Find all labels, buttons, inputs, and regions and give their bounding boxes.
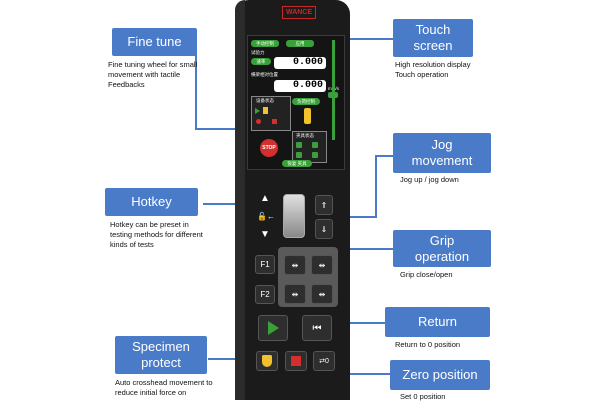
status-red-icon	[256, 119, 261, 124]
f1-key[interactable]: F1	[255, 255, 275, 274]
force-value: 0.000	[274, 57, 326, 69]
grip-icon-b	[312, 142, 318, 148]
status-green-icon	[255, 108, 260, 114]
status-title: 设备状态	[256, 98, 274, 103]
status-yellow-icon	[263, 107, 268, 114]
fine-tune-desc: Fine tuning wheel for small movement wit…	[108, 60, 198, 89]
stop-square-icon	[291, 356, 301, 366]
f2-key[interactable]: F2	[255, 285, 275, 304]
jog-up-button[interactable]: ⇑	[315, 195, 333, 215]
touch-screen[interactable]: 手动控制 应用 试验力 速率 0.000 横梁相对位置 0.000 mm/s 设…	[247, 35, 345, 170]
jog-movement-callout: Jog movement	[393, 133, 491, 173]
position-value: 0.000	[274, 80, 326, 92]
zero-position-button[interactable]: ⇄0	[313, 351, 335, 371]
jog-line-h	[375, 155, 395, 157]
position-label: 横梁相对位置	[251, 72, 278, 77]
status-panel	[251, 96, 291, 131]
return-desc: Return to 0 position	[395, 340, 461, 349]
actuator-title: 夹具状态	[296, 133, 314, 138]
up-arrow-icon[interactable]: ▲	[260, 193, 270, 204]
hotkey-line-t	[203, 203, 239, 205]
grip-icon-d	[312, 152, 318, 158]
fine-tune-callout: Fine tune	[112, 28, 197, 56]
speed-slider-handle[interactable]	[328, 92, 338, 98]
start-button[interactable]	[258, 315, 288, 341]
stop-hard-button[interactable]	[285, 351, 307, 371]
grip-icon-a	[296, 142, 302, 148]
return-callout: Return	[385, 307, 490, 337]
touch-screen-desc: High resolution display Touch operation	[395, 60, 471, 79]
zero-position-desc: Set 0 position	[400, 392, 446, 401]
return-button[interactable]: ⏮	[302, 315, 332, 341]
zero-position-callout: Zero position	[390, 360, 490, 390]
specimen-protect-button[interactable]	[256, 351, 278, 371]
touch-line-h	[335, 38, 395, 40]
grip-icon-c	[296, 152, 302, 158]
stop-button[interactable]: STOP	[260, 139, 278, 157]
fine-tune-wheel[interactable]	[283, 194, 305, 238]
fine-tune-line-h	[195, 43, 197, 128]
restore-grip-pill[interactable]: 恢复 夹具	[282, 160, 312, 167]
jog-down-button[interactable]: ⇓	[315, 219, 333, 239]
jog-line-b	[330, 216, 377, 218]
gauge-icon	[304, 108, 311, 124]
screen-tab-apply[interactable]: 应用	[286, 40, 314, 47]
brand-logo: WANCE	[282, 6, 316, 19]
jog-movement-desc: Jog up / jog down	[400, 175, 459, 184]
grip-close-lower-button[interactable]: ⇹	[284, 284, 306, 304]
force-label: 试验力	[251, 50, 265, 55]
grip-operation-desc: Grip close/open	[400, 270, 453, 279]
play-icon	[267, 321, 279, 335]
lock-arrow-icon[interactable]: 🔓←	[257, 212, 275, 221]
grip-close-upper-button[interactable]: ⇹	[284, 255, 306, 275]
protect-line	[208, 358, 258, 360]
jog-line-v	[375, 155, 377, 217]
status-red-icon-2	[272, 119, 277, 124]
down-arrow-icon[interactable]: ▼	[260, 229, 270, 240]
shield-icon	[262, 355, 272, 367]
specimen-protect-desc: Auto crosshead movement to reduce initia…	[115, 378, 213, 397]
load-control-pill[interactable]: 负荷控制	[292, 98, 320, 105]
grip-open-upper-button[interactable]: ⇹	[311, 255, 333, 275]
hotkey-callout: Hotkey	[105, 188, 198, 216]
grip-operation-callout: Grip operation	[393, 230, 491, 267]
screen-tab-manual[interactable]: 手动控制	[251, 40, 279, 47]
mode-pill[interactable]: 速率	[251, 58, 271, 65]
hotkey-desc: Hotkey can be preset in testing methods …	[110, 220, 203, 249]
grip-line	[335, 248, 395, 250]
grip-open-lower-button[interactable]: ⇹	[311, 284, 333, 304]
zero-line	[330, 373, 390, 375]
touch-screen-callout: Touch screen	[393, 19, 473, 57]
return-line	[330, 322, 387, 324]
specimen-protect-callout: Specimen protect	[115, 336, 207, 374]
speed-slider[interactable]	[332, 40, 335, 140]
